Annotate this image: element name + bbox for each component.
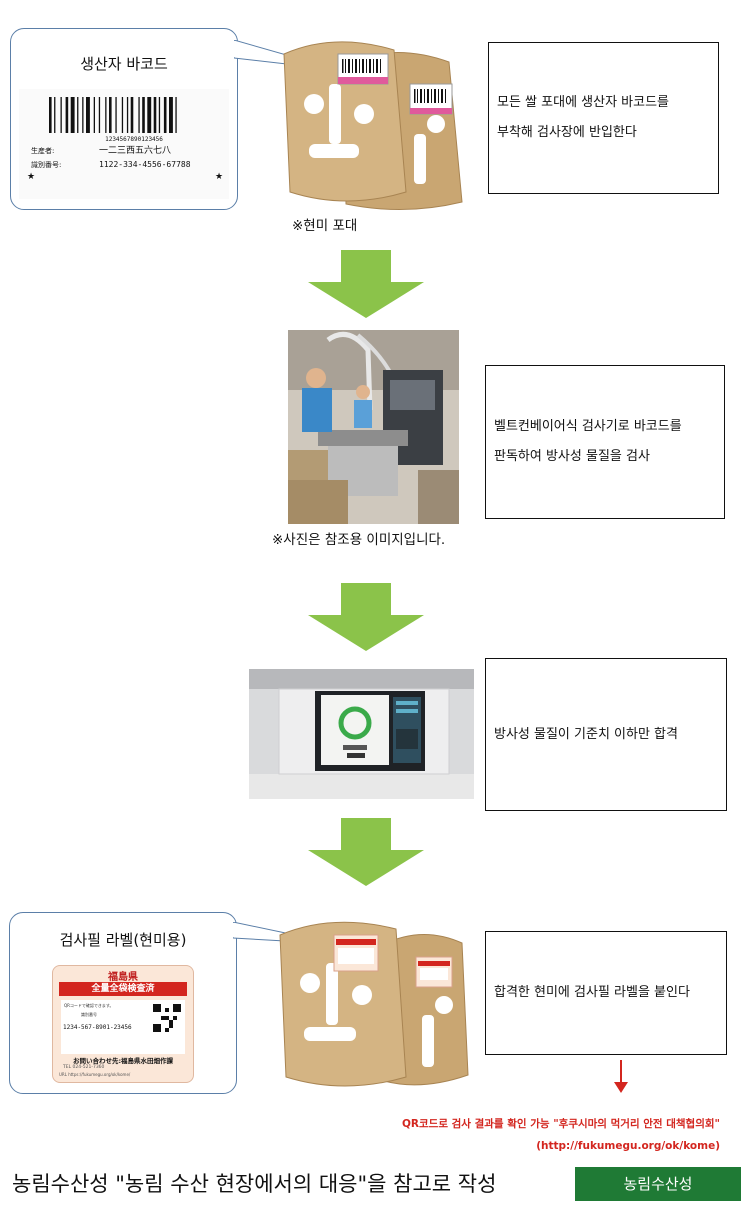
label-url: URL https://fukumegu.org/ok/kome/ <box>59 1072 131 1077</box>
down-arrow-2 <box>308 583 424 651</box>
barcode-row1-label: 生産者: <box>31 146 54 155</box>
step2-box: 벨트컨베이어식 검사기로 바코드를 판독하여 방사성 물질을 검사 <box>485 365 725 519</box>
red-down-arrow-icon <box>614 1060 628 1093</box>
bag-note: ※현미 포대 <box>292 218 358 234</box>
label-number: 1234-567-8901-23456 <box>63 1024 132 1031</box>
photo-note: ※사진은 참조용 이미지입니다. <box>272 532 446 548</box>
rice-bags-with-label-image <box>279 921 469 1087</box>
step1-box: 모든 쌀 포대에 생산자 바코드를 부착해 검사장에 반입한다 <box>488 42 719 194</box>
inspection-label-title: 검사필 라벨(현미용) <box>59 931 187 949</box>
producer-barcode-callout: 생산자 바코드 1234567890123456 生産者: 一二三西五六七八 識… <box>10 28 238 210</box>
label-qr-text2: 識別番号 <box>81 1012 97 1017</box>
qr-note-line1: QR코드로 검사 결과를 확인 가능 "후쿠시마의 먹거리 안전 대책협의회" <box>401 1118 720 1130</box>
step1-line1: 모든 쌀 포대에 생산자 바코드를 <box>497 95 670 110</box>
barcode-row2-label: 識別番号: <box>31 160 61 169</box>
qr-code-icon <box>153 1004 181 1032</box>
inspection-label-callout: 검사필 라벨(현미용) 福島県 全量全袋検査済 QRコードで確認できます。 識別… <box>9 912 237 1094</box>
step1-line2: 부착해 검사장에 반입한다 <box>497 125 637 140</box>
inspection-label-image: 福島県 全量全袋検査済 QRコードで確認できます。 識別番号 1234-567-… <box>52 965 194 1083</box>
down-arrow-1 <box>308 250 424 318</box>
producer-barcode-title: 생산자 바코드 <box>80 55 168 73</box>
barcode-image: 1234567890123456 生産者: 一二三西五六七八 識別番号: 112… <box>19 89 229 199</box>
label-banner: 全量全袋検査済 <box>59 982 187 996</box>
step4-box: 합격한 현미에 검사필 라벨을 붙인다 <box>485 931 727 1055</box>
source-note: 농림수산성 "농림 수산 현장에서의 대응"을 참고로 작성 <box>12 1172 497 1196</box>
label-prefecture: 福島県 <box>108 972 138 983</box>
star-left-icon: ★ <box>27 172 35 182</box>
step3-box: 방사성 물질이 기준치 이하만 합격 <box>485 658 727 811</box>
label-qr-panel: QRコードで確認できます。 識別番号 1234-567-8901-23456 <box>61 1000 185 1054</box>
step3-line1: 방사성 물질이 기준치 이하만 합격 <box>494 726 678 742</box>
label-qr-text1: QRコードで確認できます。 <box>64 1003 114 1008</box>
label-tel: TEL 024-521-7360 <box>63 1065 105 1070</box>
star-right-icon: ★ <box>215 172 223 182</box>
step2-line2: 판독하여 방사성 물질을 검사 <box>494 449 650 464</box>
inspection-line-photo <box>288 330 459 524</box>
barcode-digits: 1234567890123456 <box>105 136 163 143</box>
down-arrow-3 <box>308 818 424 886</box>
step4-line1: 합격한 현미에 검사필 라벨을 붙인다 <box>494 985 690 1000</box>
barcode-row1-value: 一二三西五六七八 <box>99 144 171 156</box>
rice-bags-with-barcode-image <box>283 41 463 211</box>
step2-line1: 벨트컨베이어식 검사기로 바코드를 <box>494 419 682 434</box>
barcode-row2-value: 1122-334-4556-67788 <box>99 160 191 169</box>
label-contact: お問い合わせ先:福島県水田畑作課 <box>72 1057 174 1065</box>
inspection-monitor-photo <box>249 669 474 799</box>
qr-note-line2: (http://fukumegu.org/ok/kome) <box>536 1140 720 1152</box>
ministry-badge: 농림수산성 <box>575 1167 741 1201</box>
